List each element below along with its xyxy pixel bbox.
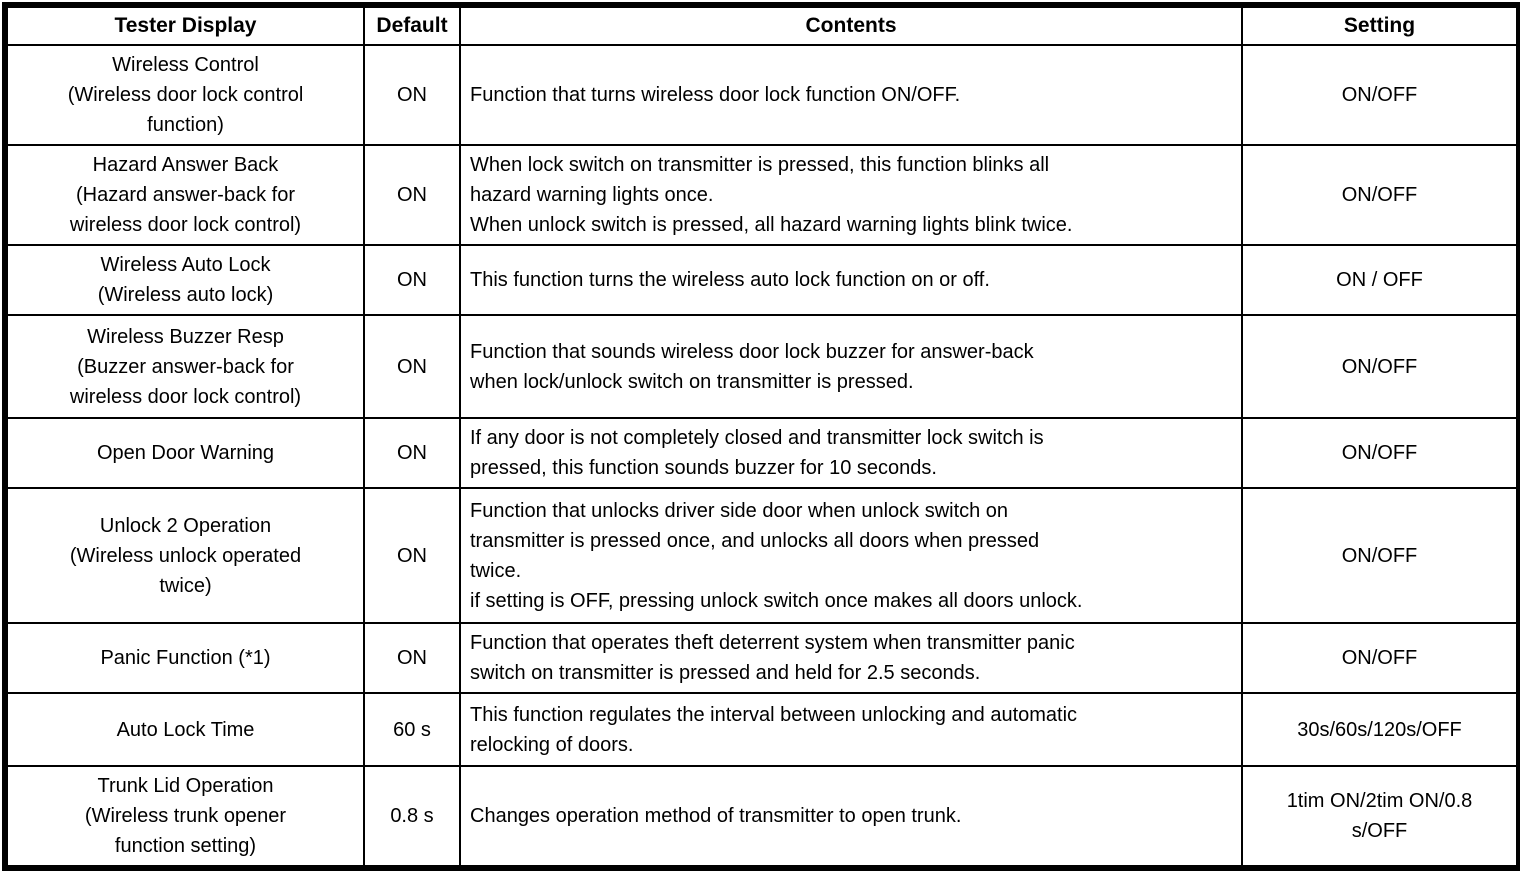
cell-contents: Changes operation method of transmitter … [459, 765, 1243, 869]
cell-tester-display: Unlock 2 Operation (Wireless unlock oper… [4, 487, 365, 624]
table-row: Hazard Answer Back (Hazard answer-back f… [4, 144, 1520, 246]
cell-tester-display: Auto Lock Time [4, 692, 365, 767]
table-row: Open Door Warning ON If any door is not … [4, 417, 1520, 489]
cell-setting: ON / OFF [1241, 244, 1520, 316]
cell-contents: Function that turns wireless door lock f… [459, 44, 1243, 146]
column-header-tester-display: Tester Display [4, 4, 365, 46]
cell-contents: Function that sounds wireless door lock … [459, 314, 1243, 419]
table-body: Wireless Control (Wireless door lock con… [4, 44, 1520, 869]
cell-tester-display: Wireless Buzzer Resp (Buzzer answer-back… [4, 314, 365, 419]
cell-tester-display: Hazard Answer Back (Hazard answer-back f… [4, 144, 365, 246]
cell-setting: ON/OFF [1241, 44, 1520, 146]
table-row: Wireless Auto Lock (Wireless auto lock) … [4, 244, 1520, 316]
cell-contents: This function regulates the interval bet… [459, 692, 1243, 767]
cell-default: ON [363, 314, 461, 419]
table-row: Wireless Control (Wireless door lock con… [4, 44, 1520, 146]
cell-setting: ON/OFF [1241, 314, 1520, 419]
cell-default: ON [363, 487, 461, 624]
table-row: Wireless Buzzer Resp (Buzzer answer-back… [4, 314, 1520, 419]
cell-default: ON [363, 417, 461, 489]
cell-tester-display: Open Door Warning [4, 417, 365, 489]
cell-default: ON [363, 144, 461, 246]
cell-default: 60 s [363, 692, 461, 767]
cell-default: ON [363, 244, 461, 316]
cell-default: ON [363, 622, 461, 694]
cell-contents: When lock switch on transmitter is press… [459, 144, 1243, 246]
cell-setting: ON/OFF [1241, 622, 1520, 694]
column-header-contents: Contents [459, 4, 1243, 46]
cell-setting: 1tim ON/2tim ON/0.8 s/OFF [1241, 765, 1520, 869]
cell-setting: ON/OFF [1241, 417, 1520, 489]
table-header: Tester Display Default Contents Setting [4, 4, 1520, 46]
cell-contents: Function that unlocks driver side door w… [459, 487, 1243, 624]
cell-default: 0.8 s [363, 765, 461, 869]
cell-setting: ON/OFF [1241, 144, 1520, 246]
table-row: Unlock 2 Operation (Wireless unlock oper… [4, 487, 1520, 624]
cell-tester-display: Panic Function (*1) [4, 622, 365, 694]
table-row: Panic Function (*1) ON Function that ope… [4, 622, 1520, 694]
cell-contents: If any door is not completely closed and… [459, 417, 1243, 489]
cell-contents: Function that operates theft deterrent s… [459, 622, 1243, 694]
cell-tester-display: Wireless Auto Lock (Wireless auto lock) [4, 244, 365, 316]
cell-tester-display: Trunk Lid Operation (Wireless trunk open… [4, 765, 365, 869]
wireless-function-settings-table: Tester Display Default Contents Setting … [2, 2, 1520, 871]
table-row: Trunk Lid Operation (Wireless trunk open… [4, 765, 1520, 869]
column-header-setting: Setting [1241, 4, 1520, 46]
table-row: Auto Lock Time 60 s This function regula… [4, 692, 1520, 767]
cell-contents: This function turns the wireless auto lo… [459, 244, 1243, 316]
cell-setting: 30s/60s/120s/OFF [1241, 692, 1520, 767]
cell-tester-display: Wireless Control (Wireless door lock con… [4, 44, 365, 146]
cell-setting: ON/OFF [1241, 487, 1520, 624]
column-header-default: Default [363, 4, 461, 46]
cell-default: ON [363, 44, 461, 146]
table-header-row: Tester Display Default Contents Setting [4, 4, 1520, 46]
